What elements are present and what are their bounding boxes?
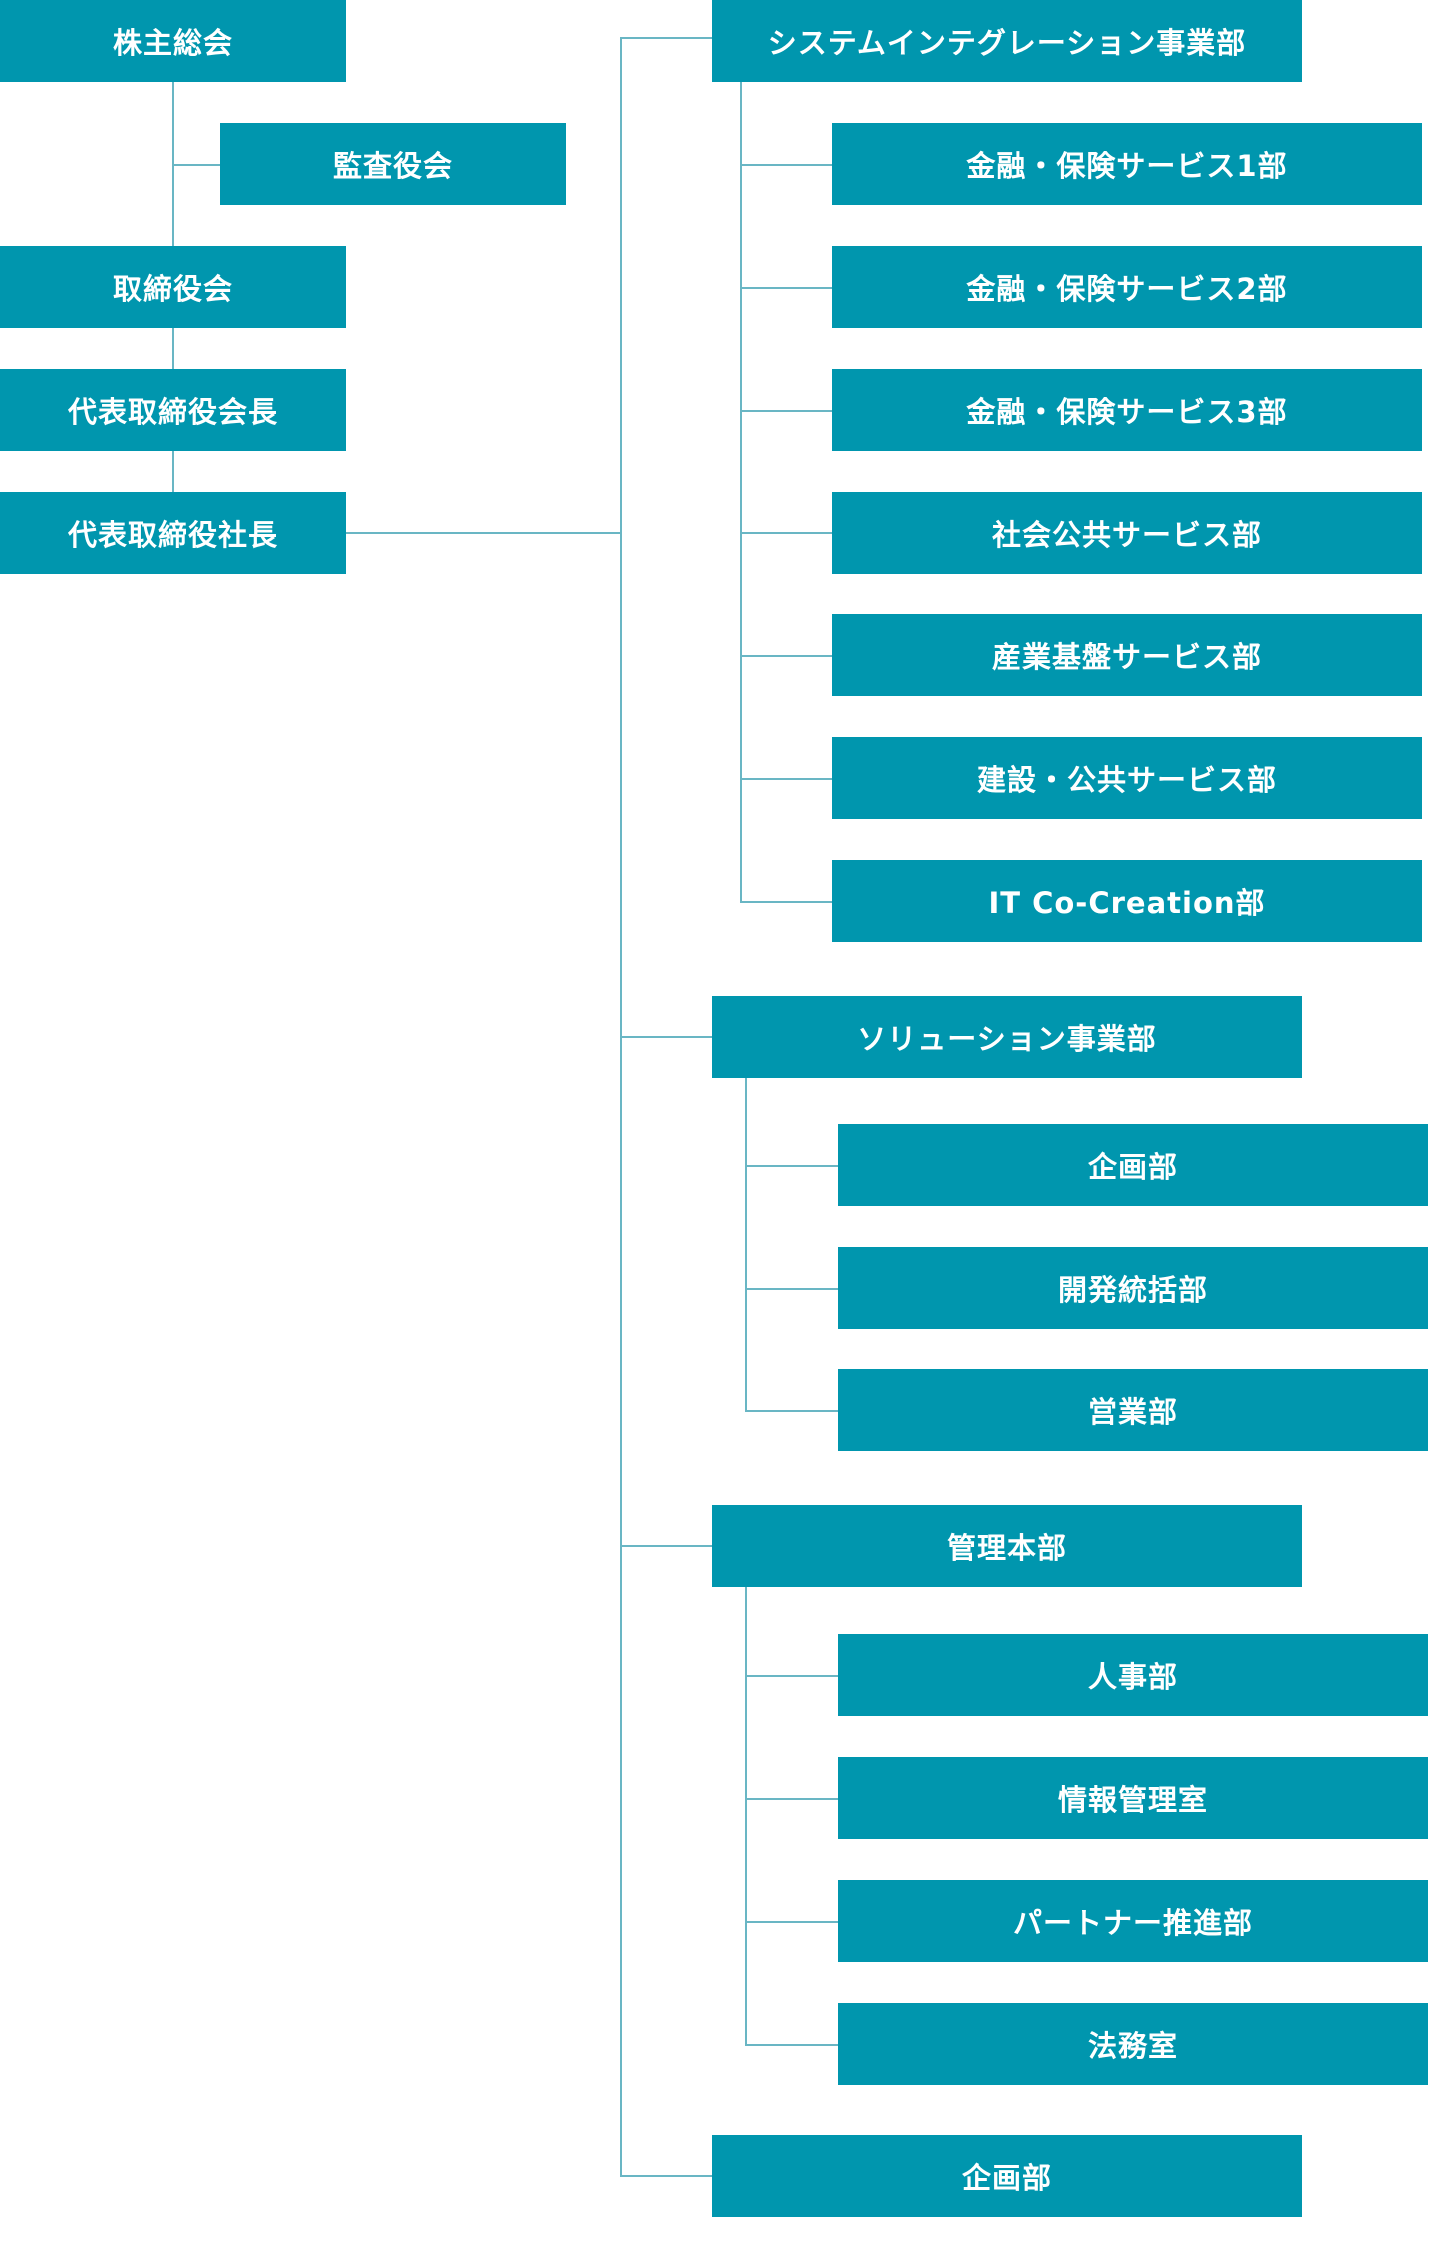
connector-line bbox=[745, 1921, 838, 1923]
connector-line bbox=[172, 451, 174, 493]
connector-line bbox=[740, 778, 832, 780]
connector-line bbox=[745, 1410, 838, 1412]
solution-department-box: 企画部 bbox=[838, 1124, 1428, 1206]
si-department-box: 建設・公共サービス部 bbox=[832, 737, 1422, 819]
audit-board-box: 監査役会 bbox=[220, 123, 566, 205]
connector-line bbox=[745, 1798, 838, 1800]
connector-line bbox=[740, 164, 832, 166]
president-box: 代表取締役社長 bbox=[0, 492, 346, 574]
admin-division-box: 管理本部 bbox=[712, 1505, 1302, 1587]
si-department-box: 金融・保険サービス2部 bbox=[832, 246, 1422, 328]
board-of-directors-box: 取締役会 bbox=[0, 246, 346, 328]
admin-department-box: 法務室 bbox=[838, 2003, 1428, 2085]
planning-department-box: 企画部 bbox=[712, 2135, 1302, 2217]
connector-line bbox=[740, 655, 832, 657]
connector-line bbox=[620, 37, 622, 2175]
connector-line bbox=[740, 287, 832, 289]
connector-line bbox=[745, 2044, 838, 2046]
si-department-box: IT Co-Creation部 bbox=[832, 860, 1422, 942]
connector-line bbox=[172, 164, 220, 166]
shareholders-meeting-box: 株主総会 bbox=[0, 0, 346, 82]
connector-line bbox=[745, 1587, 747, 2045]
admin-department-box: 情報管理室 bbox=[838, 1757, 1428, 1839]
connector-line bbox=[740, 82, 742, 902]
connector-line bbox=[620, 1545, 712, 1547]
admin-department-box: パートナー推進部 bbox=[838, 1880, 1428, 1962]
connector-line bbox=[172, 328, 174, 370]
solution-division-box: ソリューション事業部 bbox=[712, 996, 1302, 1078]
si-department-box: 社会公共サービス部 bbox=[832, 492, 1422, 574]
connector-line bbox=[346, 532, 620, 534]
si-department-box: 金融・保険サービス3部 bbox=[832, 369, 1422, 451]
connector-line bbox=[740, 410, 832, 412]
connector-line bbox=[620, 37, 712, 39]
connector-line bbox=[745, 1675, 838, 1677]
si-department-box: 金融・保険サービス1部 bbox=[832, 123, 1422, 205]
connector-line bbox=[620, 1036, 712, 1038]
si-division-box: システムインテグレーション事業部 bbox=[712, 0, 1302, 82]
connector-line bbox=[745, 1078, 747, 1411]
connector-line bbox=[740, 532, 832, 534]
connector-line bbox=[740, 901, 832, 903]
admin-department-box: 人事部 bbox=[838, 1634, 1428, 1716]
connector-line bbox=[620, 2175, 712, 2177]
solution-department-box: 営業部 bbox=[838, 1369, 1428, 1451]
connector-line bbox=[745, 1288, 838, 1290]
connector-line bbox=[745, 1165, 838, 1167]
chairman-box: 代表取締役会長 bbox=[0, 369, 346, 451]
solution-department-box: 開発統括部 bbox=[838, 1247, 1428, 1329]
si-department-box: 産業基盤サービス部 bbox=[832, 614, 1422, 696]
